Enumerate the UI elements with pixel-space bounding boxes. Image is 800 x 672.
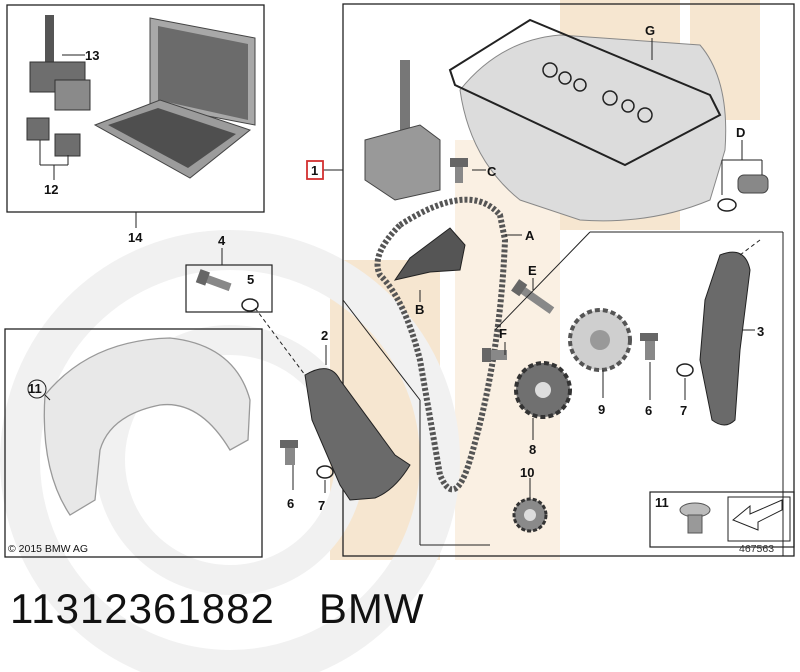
part-1-highlight-box bbox=[306, 160, 324, 180]
label-12: 12 bbox=[44, 182, 58, 197]
arrow-pointer-icon bbox=[727, 496, 791, 542]
bolt-6b-illustration bbox=[640, 333, 658, 360]
ring-5-illustration bbox=[241, 298, 259, 312]
ring-7b-illustration bbox=[676, 363, 694, 377]
wheel-arch-liner-illustration bbox=[43, 337, 251, 516]
label-10: 10 bbox=[520, 465, 534, 480]
label-5: 5 bbox=[247, 272, 254, 287]
label-2: 2 bbox=[321, 328, 328, 343]
part-number: 11312361882 bbox=[10, 585, 275, 632]
sprocket-9-illustration bbox=[568, 308, 632, 372]
chain-guide-b-illustration bbox=[393, 227, 466, 281]
label-14: 14 bbox=[128, 230, 143, 245]
label-11-clip: 11 bbox=[655, 495, 669, 510]
label-3: 3 bbox=[757, 324, 764, 339]
label-6-right: 6 bbox=[645, 403, 652, 418]
copyright-text: © 2015 BMW AG bbox=[8, 543, 88, 555]
part-caption: 11312361882 BMW bbox=[10, 585, 424, 633]
bolt-e-illustration bbox=[511, 279, 555, 314]
sprocket-10-illustration bbox=[512, 497, 548, 533]
cylinder-head-illustration bbox=[459, 34, 727, 222]
bolt-6a-illustration bbox=[280, 440, 298, 465]
label-9: 9 bbox=[598, 402, 605, 417]
ring-7a-illustration bbox=[316, 465, 334, 479]
tensioner-rail-2-illustration bbox=[304, 368, 411, 501]
sprocket-8-illustration bbox=[514, 361, 572, 419]
clip-11-illustration bbox=[679, 502, 711, 534]
leader-lines bbox=[39, 38, 784, 556]
label-11-arch-circle bbox=[27, 379, 47, 399]
label-1: 1 bbox=[311, 163, 318, 178]
gasket-rings bbox=[542, 62, 653, 123]
timing-chain-illustration bbox=[374, 196, 509, 493]
label-4: 4 bbox=[218, 233, 226, 248]
gasket-g-illustration bbox=[448, 18, 722, 167]
label-6-left: 6 bbox=[287, 496, 294, 511]
bolt-4-illustration bbox=[195, 269, 232, 292]
label-c: C bbox=[487, 164, 497, 179]
label-13: 13 bbox=[85, 48, 99, 63]
label-f: F bbox=[499, 326, 507, 341]
sensor-d-illustration bbox=[737, 174, 769, 194]
ring-d-illustration bbox=[717, 198, 737, 212]
label-7-left: 7 bbox=[318, 498, 325, 513]
tool-case-illustration bbox=[93, 17, 256, 179]
tensioner-rail-3-illustration bbox=[699, 251, 751, 426]
label-8: 8 bbox=[529, 442, 536, 457]
label-g: G bbox=[645, 23, 655, 38]
parts-set-frame bbox=[342, 3, 795, 557]
tensioner-tool-illustration bbox=[364, 60, 441, 201]
label-a: A bbox=[525, 228, 535, 243]
part-5-callout-box bbox=[185, 264, 273, 313]
special-tool-illustration bbox=[26, 15, 91, 157]
label-d: D bbox=[736, 125, 745, 140]
brand-name: BMW bbox=[318, 585, 425, 632]
wheel-arch-frame bbox=[4, 328, 263, 558]
label-7-right: 7 bbox=[680, 403, 687, 418]
diagram-id: 467563 bbox=[739, 543, 774, 555]
part-11-callout-box bbox=[649, 491, 795, 548]
label-e: E bbox=[528, 263, 537, 278]
label-11-arch: 11 bbox=[28, 381, 42, 396]
bolt-c-illustration bbox=[450, 158, 468, 183]
label-b: B bbox=[415, 302, 424, 317]
bolt-f-illustration bbox=[482, 348, 507, 362]
